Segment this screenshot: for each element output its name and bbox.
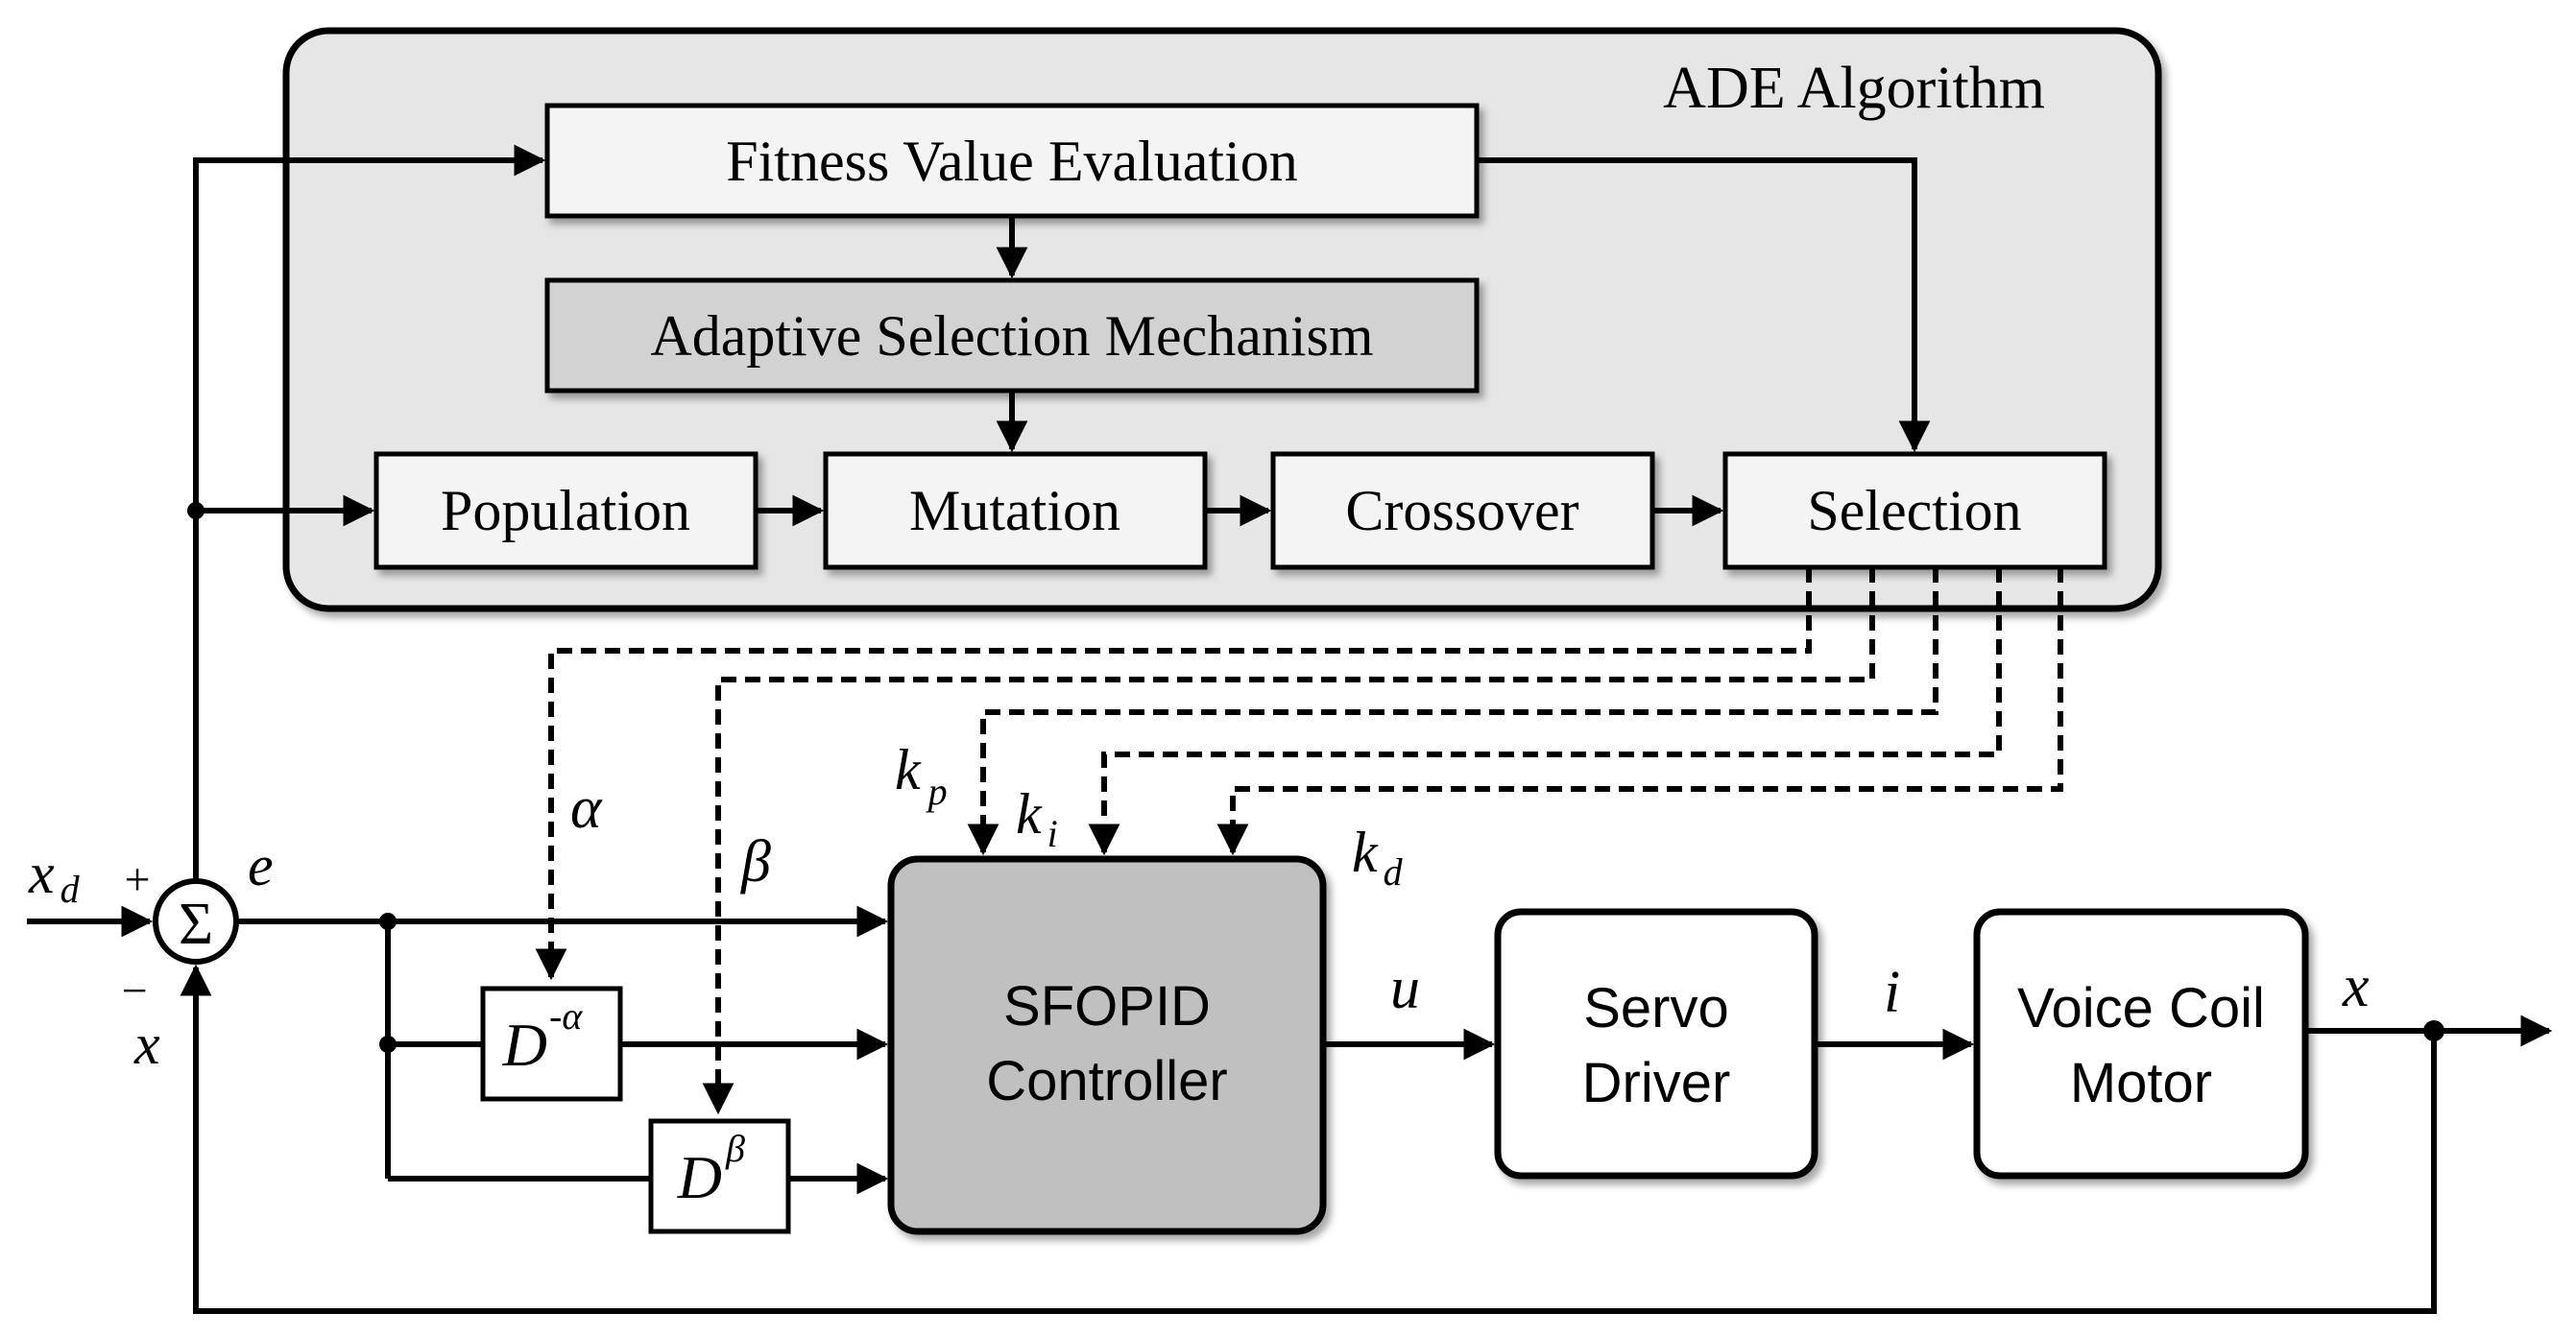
label-kd-sub: d (1384, 850, 1404, 894)
population-label: Population (441, 479, 690, 542)
d-beta-base: D (677, 1143, 722, 1211)
crossover-box: Crossover (1270, 451, 1655, 570)
svg-text:D: D (677, 1143, 722, 1211)
label-u: u (1390, 956, 1420, 1021)
fitness-label: Fitness Value Evaluation (726, 130, 1298, 193)
population-box: Population (373, 451, 758, 570)
adaptive-label: Adaptive Selection Mechanism (650, 304, 1373, 368)
svg-text:D: D (502, 1011, 547, 1079)
arrow-error-to-fitness (193, 144, 546, 885)
summing-symbol: Σ (179, 892, 213, 957)
label-ki: k (1016, 782, 1043, 846)
mutation-label: Mutation (909, 479, 1120, 542)
ade-title: ADE Algorithm (1663, 56, 2045, 121)
label-e: e (248, 834, 274, 897)
junction-dot (379, 913, 397, 930)
svg-text:ki: ki (1016, 782, 1058, 855)
adaptive-box: Adaptive Selection Mechanism (544, 277, 1480, 394)
dashed-kp-line (967, 567, 1938, 856)
label-x-feedback: x (133, 1013, 160, 1076)
label-kp: k (895, 738, 922, 801)
label-xd-sub: d (60, 868, 81, 911)
summing-plus-sign: + (124, 854, 150, 905)
label-alpha: α (570, 776, 603, 841)
controller-label-line1: SFOPID (1003, 975, 1211, 1038)
label-beta: β (740, 829, 771, 895)
sfopid-controller-block: SFOPID Controller (887, 855, 1327, 1235)
d-beta-block: D β (648, 1118, 791, 1234)
label-ki-sub: i (1047, 812, 1058, 855)
label-x-output: x (2342, 954, 2370, 1019)
svg-text:kd: kd (1352, 821, 1404, 894)
d-beta-exponent: β (725, 1127, 745, 1170)
dashed-kd-line (1216, 567, 2063, 856)
servo-label-line2: Driver (1582, 1052, 1731, 1114)
dashed-ki-line (1088, 567, 2002, 856)
controller-label-line2: Controller (986, 1050, 1227, 1112)
selection-box: Selection (1722, 451, 2107, 570)
label-kd: k (1352, 821, 1379, 884)
svg-text:kp: kp (895, 738, 948, 813)
d-alpha-block: D -α (480, 986, 623, 1102)
label-xd: x (28, 842, 55, 905)
d-alpha-base: D (502, 1011, 547, 1079)
label-kp-sub: p (926, 770, 948, 813)
arrow-feedback-to-summer (180, 964, 2437, 1314)
servo-label-line1: Servo (1583, 977, 1729, 1039)
summing-minus-sign: − (121, 966, 147, 1016)
junction-dot (187, 502, 205, 519)
fitness-box: Fitness Value Evaluation (544, 103, 1480, 219)
motor-label-line2: Motor (2070, 1052, 2212, 1114)
svg-text:xd: xd (28, 842, 81, 911)
voice-coil-motor-block: Voice Coil Motor (1973, 908, 2309, 1180)
crossover-label: Crossover (1345, 479, 1578, 542)
arrow-fitness-to-selection (1477, 157, 1931, 453)
label-i: i (1884, 960, 1900, 1025)
mutation-box: Mutation (823, 451, 1208, 570)
servo-driver-block: Servo Driver (1494, 908, 1818, 1180)
d-alpha-exponent: -α (549, 994, 583, 1038)
dashed-beta-line (702, 567, 1875, 1115)
selection-label: Selection (1807, 479, 2021, 542)
motor-label-line1: Voice Coil (2017, 977, 2265, 1039)
